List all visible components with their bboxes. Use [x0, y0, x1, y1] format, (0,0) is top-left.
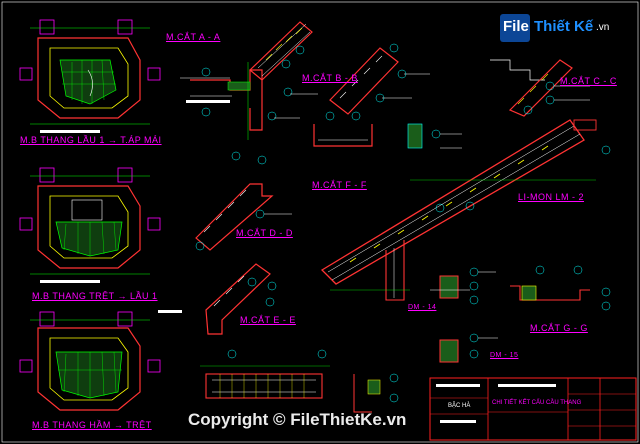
watermark-logo-domain: .vn: [596, 22, 610, 33]
label-dm14: DM - 14: [408, 304, 437, 311]
watermark-logo-file: File: [503, 18, 529, 35]
section-b-b-detail: [329, 43, 430, 115]
stair-plan-ham: [19, 311, 161, 411]
label-section-c-c: M.CẮT C - C: [560, 76, 617, 86]
section-a-a: [180, 62, 263, 140]
titleblock-bac-ha: BẬC HÀ: [448, 403, 471, 409]
titleblock-drawing-title: CHI TIẾT KẾT CẤU CẦU THANG: [492, 400, 582, 406]
watermark-logo-icon: [500, 14, 530, 42]
label-plan-lau1: M.B THANG LẦU 1 → T.ÁP MÁI: [20, 135, 162, 145]
beam-bottom: [200, 349, 330, 399]
label-section-f-f: M.CẮT F - F: [312, 180, 367, 190]
label-section-g-g: M.CẮT G - G: [530, 323, 588, 333]
section-d-d: [195, 151, 292, 251]
label-plan-tret: M.B THANG TRỆT → LẦU 1: [32, 291, 158, 301]
label-dm15: DM - 15: [490, 352, 519, 359]
limon-lm2: [320, 119, 611, 301]
label-plan-ham: M.B THANG HẦM → TRỆT: [32, 420, 152, 430]
stair-plan-tret: [19, 167, 161, 283]
label-limon-lm2: LI-MON LM - 2: [518, 192, 585, 202]
label-section-d-d: M.CẮT D - D: [236, 228, 293, 238]
watermark-logo-name: Thiết Kế: [534, 18, 594, 35]
title-block: [429, 377, 637, 441]
section-f-f: [313, 111, 462, 149]
column-detail: [353, 373, 399, 413]
watermark-copyright: Copyright © FileThietKe.vn: [188, 410, 407, 429]
section-g-g: [510, 265, 611, 311]
section-b-b: [249, 21, 318, 121]
stair-plan-lau1: [19, 19, 161, 133]
detail-dm15: [439, 333, 498, 363]
section-c-c: [490, 59, 590, 117]
label-section-b-b: M.CẮT B - B: [302, 73, 358, 83]
label-section-a-a: M.CẮT A - A: [166, 32, 221, 42]
section-e-e: [158, 263, 277, 335]
detail-dm14: [430, 267, 496, 305]
label-section-e-e: M.CẮT E - E: [240, 315, 296, 325]
watermark-logo: File Thiết Kế .vn: [500, 12, 612, 46]
